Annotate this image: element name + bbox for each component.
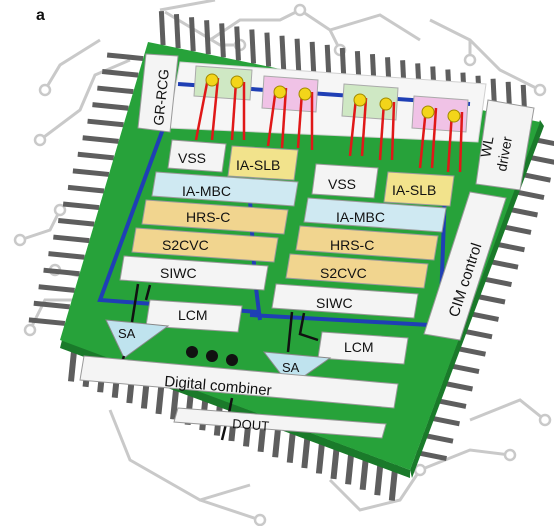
- ellipsis-dots: [186, 346, 238, 366]
- right-lcm-block: [317, 331, 409, 365]
- chip-pin: [158, 10, 166, 46]
- chip-pin: [474, 293, 506, 305]
- digital-combiner-block: [79, 355, 399, 409]
- cell-green-1: [193, 65, 253, 101]
- chip-pin: [87, 118, 124, 128]
- chip-pin: [422, 432, 454, 444]
- left-hrs-c-block: [141, 199, 289, 235]
- chip-pin: [279, 35, 287, 70]
- chip-pin: [43, 267, 80, 277]
- left-sa-label: SA: [118, 326, 136, 341]
- chip-pin: [62, 201, 100, 211]
- right-s2cvc-block: [285, 253, 429, 289]
- chip-pin: [487, 258, 519, 270]
- right-ia-slb-label: IA-SLB: [392, 182, 436, 198]
- chip-pin: [494, 241, 525, 253]
- left-column: VSS IA-SLB IA-MBC HRS-C S2CVC SIWC LCM S…: [105, 139, 299, 359]
- chip-pin: [28, 317, 66, 326]
- cell-pink-2: [411, 95, 469, 133]
- chip-pin: [204, 20, 211, 55]
- chip-pin: [82, 135, 119, 144]
- chip-pin: [461, 328, 493, 340]
- chip-pin: [481, 276, 512, 288]
- right-vss-block: [311, 163, 379, 199]
- left-s2cvc-label: S2CVC: [162, 237, 209, 253]
- chip-pin: [53, 234, 90, 244]
- chip-pin: [97, 85, 134, 95]
- chip-pin: [500, 223, 532, 235]
- chip-pin: [72, 168, 110, 177]
- left-lcm-block: [145, 299, 243, 333]
- chip-pin: [33, 300, 71, 310]
- left-ia-slb-block: [227, 145, 299, 181]
- right-siwc-block: [271, 283, 419, 319]
- chip-pin: [92, 102, 129, 111]
- right-column: VSS IA-SLB IA-MBC HRS-C S2CVC SIWC LCM S…: [262, 163, 455, 387]
- wl-driver-label-line1: WL: [477, 135, 496, 159]
- right-ia-slb-block: [383, 171, 455, 207]
- right-hrs-c-label: HRS-C: [330, 237, 374, 253]
- chip-pin: [101, 69, 139, 78]
- left-siwc-label: SIWC: [160, 265, 197, 281]
- panel-label: a: [36, 7, 45, 24]
- right-sa-block: [262, 351, 332, 387]
- chip-pin: [294, 38, 302, 73]
- chip-pin: [455, 345, 486, 357]
- right-vss-label: VSS: [328, 176, 356, 192]
- chip-pin: [38, 284, 75, 293]
- chip-pin: [67, 184, 105, 194]
- chip-pin: [448, 363, 480, 375]
- right-siwc-label: SIWC: [316, 295, 353, 311]
- gr-rcg-label: GR-RCG: [150, 68, 172, 126]
- chip-pin: [264, 32, 272, 67]
- dout-label: DOUT: [232, 416, 270, 434]
- left-siwc-block: [119, 255, 269, 291]
- right-lcm-label: LCM: [344, 339, 374, 355]
- left-lcm-label: LCM: [178, 307, 208, 323]
- chip-pin: [48, 251, 85, 260]
- chip-pin: [219, 23, 226, 58]
- chip-pin: [173, 14, 181, 49]
- left-s2cvc-block: [131, 227, 279, 263]
- wl-driver-block: [475, 99, 535, 191]
- chip-pin: [77, 151, 115, 161]
- right-sa-label: SA: [282, 360, 300, 375]
- cim-control-block: [423, 191, 507, 341]
- chip-pin: [442, 380, 473, 392]
- chip-pin: [435, 397, 467, 409]
- left-sa-block: [105, 319, 170, 359]
- cell-pink-1: [261, 75, 319, 113]
- left-vss-label: VSS: [178, 150, 206, 166]
- wl-driver-label-line2: driver: [493, 135, 515, 173]
- right-s2cvc-label: S2CVC: [320, 265, 367, 281]
- dout-block: [173, 407, 387, 439]
- chip-pin: [468, 310, 499, 322]
- right-hrs-c-block: [295, 225, 439, 261]
- chip-pin: [429, 415, 460, 427]
- chip-pin: [189, 17, 196, 52]
- red-wires: [194, 77, 464, 173]
- chip-pin: [416, 450, 447, 462]
- chip-pin: [249, 29, 257, 64]
- left-ia-mbc-label: IA-MBC: [182, 183, 231, 199]
- chip-pin: [234, 26, 241, 61]
- left-ia-slb-label: IA-SLB: [236, 157, 280, 173]
- chip-pin: [106, 52, 144, 62]
- chip-pin: [309, 41, 317, 76]
- chip-pin: [57, 218, 95, 227]
- memory-cells: [193, 65, 469, 133]
- gr-rcg-block: [137, 53, 179, 133]
- left-ia-mbc-block: [151, 171, 299, 207]
- left-vss-block: [167, 139, 227, 173]
- cell-nodes: [205, 73, 461, 123]
- chip-board-side-right: [410, 120, 544, 478]
- right-ia-mbc-label: IA-MBC: [336, 209, 385, 225]
- left-hrs-c-label: HRS-C: [186, 209, 230, 225]
- right-ia-mbc-block: [303, 197, 447, 233]
